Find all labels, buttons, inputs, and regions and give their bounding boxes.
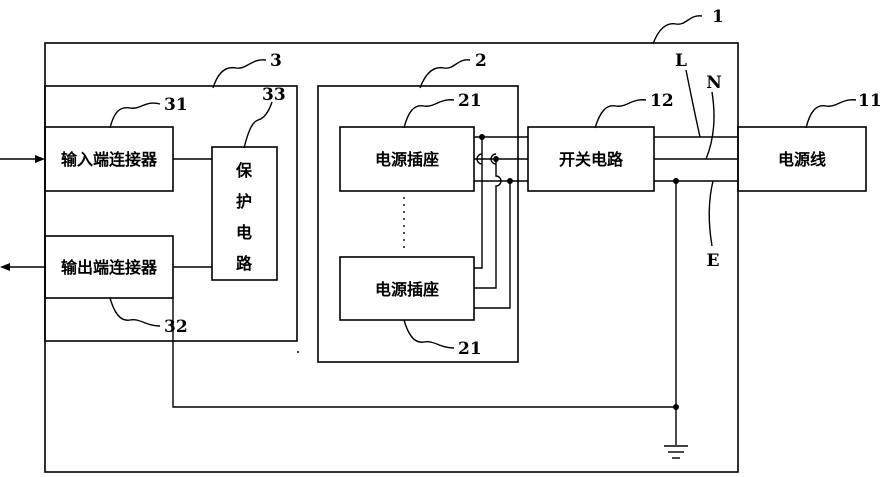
protection-label-char-4: 路 bbox=[236, 254, 253, 273]
ground-return-wire bbox=[172, 298, 676, 408]
switch-circuit-label: 开关电路 bbox=[559, 150, 624, 169]
line-label-earth: E bbox=[707, 251, 720, 271]
socket-bus-wiring bbox=[403, 134, 528, 309]
ground-symbol-icon bbox=[664, 445, 688, 459]
input-connector-block: 输入端连接器 bbox=[44, 126, 174, 192]
protection-label-char-2: 护 bbox=[236, 192, 252, 211]
ref-switch-circuit: 12 bbox=[650, 91, 674, 111]
ref-converter: 3 bbox=[270, 51, 282, 71]
socket-top-label: 电源插座 bbox=[375, 150, 439, 169]
output-arrow bbox=[0, 263, 45, 271]
input-arrow bbox=[0, 155, 45, 163]
ref-socket-bottom: 21 bbox=[458, 339, 482, 359]
power-cord-label: 电源线 bbox=[778, 150, 826, 169]
socket-bottom-block: 电源插座 bbox=[339, 256, 475, 321]
socket-group-enclosure bbox=[317, 85, 519, 363]
ref-socket-group: 2 bbox=[475, 51, 487, 71]
mains-wiring bbox=[654, 136, 738, 445]
power-cord-block: 电源线 bbox=[737, 126, 867, 192]
ref-protection: 33 bbox=[262, 85, 286, 105]
protection-label-char-1: 保 bbox=[235, 161, 253, 180]
ref-output-connector: 32 bbox=[164, 317, 188, 337]
converter-enclosure bbox=[44, 85, 298, 342]
output-connector-label: 输出端连接器 bbox=[61, 258, 158, 277]
protection-circuit-block: 保 护 电 路 bbox=[211, 146, 278, 281]
socket-top-block: 电源插座 bbox=[339, 126, 475, 192]
ref-input-connector: 31 bbox=[164, 95, 188, 115]
line-label-neutral: N bbox=[706, 73, 722, 93]
protection-label-char-3: 电 bbox=[236, 223, 252, 242]
input-connector-label: 输入端连接器 bbox=[61, 150, 158, 169]
switch-circuit-block: 开关电路 bbox=[527, 126, 655, 192]
ref-power-cord: 11 bbox=[858, 91, 880, 111]
ref-socket-top: 21 bbox=[458, 91, 482, 111]
output-connector-block: 输出端连接器 bbox=[44, 235, 174, 299]
ref-device: 1 bbox=[712, 7, 724, 27]
line-label-live: L bbox=[675, 51, 687, 71]
socket-bottom-label: 电源插座 bbox=[375, 280, 439, 299]
